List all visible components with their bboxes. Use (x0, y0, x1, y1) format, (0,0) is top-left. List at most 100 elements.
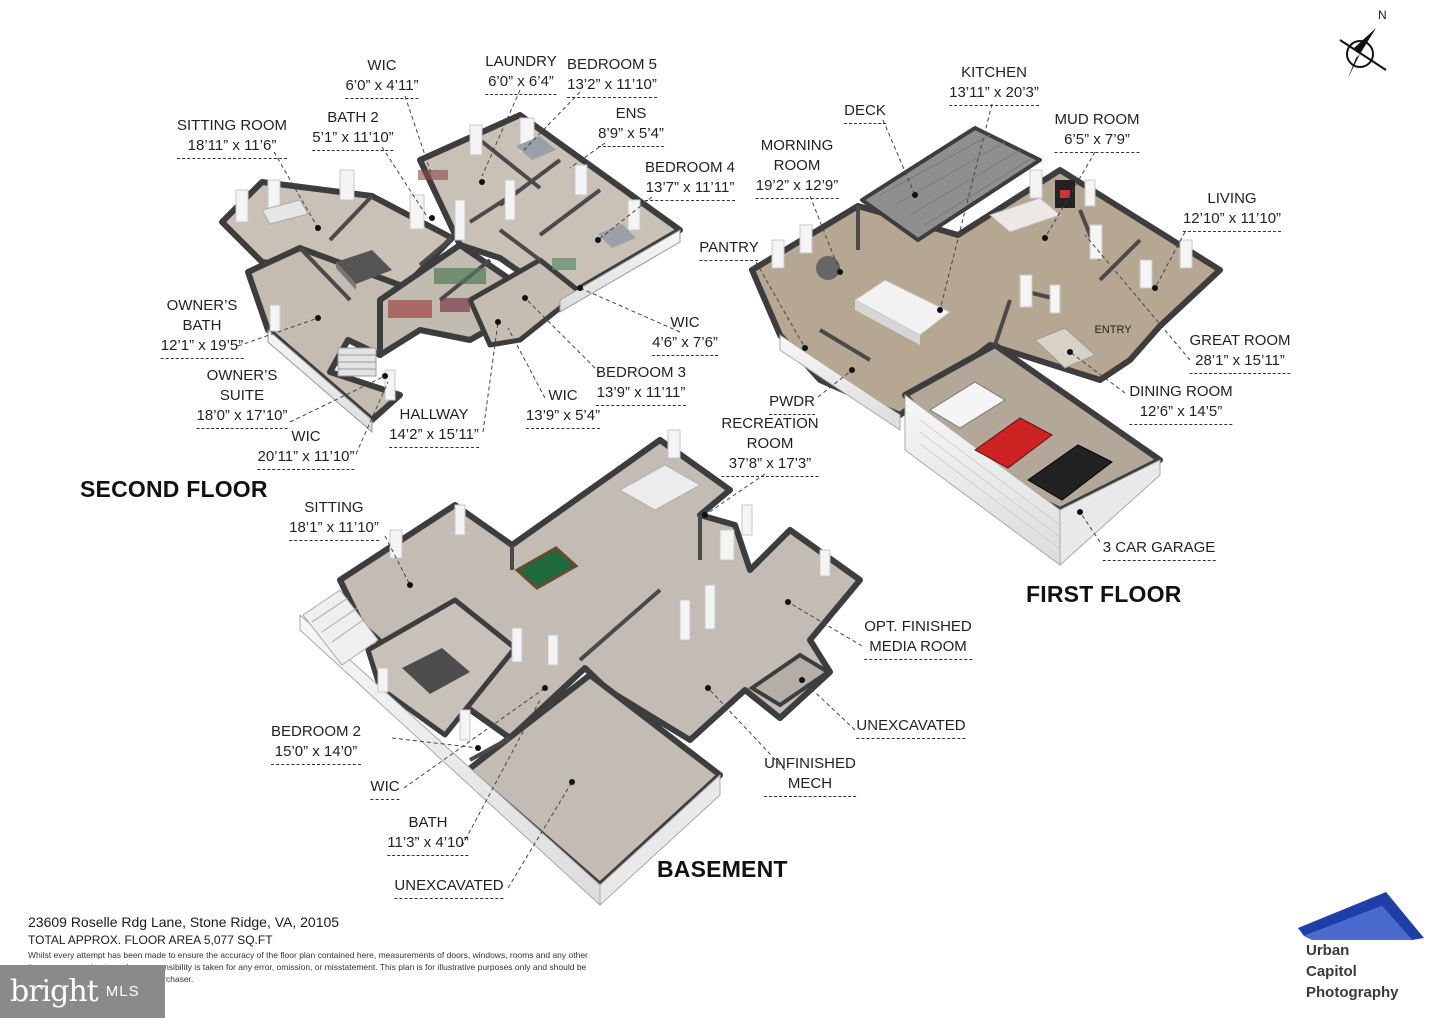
right-wing-front-wall (559, 229, 681, 313)
room-label-media: OPT. FINISHED MEDIA ROOM (864, 617, 972, 660)
entry-label: ENTRY (1094, 324, 1132, 336)
room-name: LAUNDRY (485, 53, 557, 70)
first-floor-main-floor (749, 167, 1223, 418)
room-name: PANTRY (699, 238, 759, 261)
dining-table-icon (1034, 327, 1096, 369)
room-name: DECK (844, 101, 886, 124)
bright-mls-watermark: bright MLS (0, 965, 165, 1018)
total-floor-area: TOTAL APPROX. FLOOR AREA 5,077 SQ.FT (28, 933, 273, 947)
room-name: OWNER’S (166, 297, 238, 314)
garage-side-wall (1059, 459, 1161, 567)
room-dimensions: 13’9” x 11’11” (595, 383, 687, 406)
black-car-icon (1027, 444, 1113, 501)
room-dimensions: 11’3” x 4’10” (387, 833, 469, 856)
bedroom5-bed-icon (516, 136, 556, 160)
room-dimensions: 12’1” x 19’5” (160, 336, 244, 359)
room-name: WIC (548, 387, 578, 404)
room-dimensions: 13’11” x 20’3” (949, 83, 1039, 106)
room-name: UNEXCAVATED (856, 716, 966, 739)
small-unexcavated-floor (748, 652, 832, 708)
room-name: SITTING ROOM (177, 117, 287, 134)
bedroom4-bed-icon (598, 224, 636, 248)
room-name: 3 CAR GARAGE (1102, 538, 1216, 561)
room-dimensions: 28’1” x 15’11” (1189, 351, 1291, 374)
room-label-owners-bath: OWNER’S BATH 12’1” x 19’5” (160, 296, 244, 359)
room-label-wic-b: WIC 4’6” x 7’6” (652, 313, 718, 356)
room-dimensions: 8’9” x 5’4” (598, 124, 664, 147)
basement-right-wall (599, 773, 721, 907)
room-name: MORNING (760, 137, 834, 154)
room-name-line2: BATH (182, 317, 222, 334)
room-label-hallway: HALLWAY 14’2” x 15’11” (389, 405, 479, 448)
compass-north-label: N (1378, 8, 1387, 22)
room-name: OPT. FINISHED (864, 618, 972, 635)
room-dimensions: 12’10” x 11’10” (1182, 209, 1282, 232)
room-dimensions: 14’2” x 15’11” (389, 425, 479, 448)
room-name: PWDR (769, 392, 815, 415)
room-name: RECREATION (721, 415, 819, 432)
room-label-unexcavated-a: UNEXCAVATED (856, 716, 966, 739)
room-label-bath: BATH 11’3” x 4’10” (387, 813, 469, 856)
bedroom2-bed-icon (402, 648, 470, 694)
room-dimensions: 6’5” x 7’9” (1054, 130, 1140, 153)
room-name: BEDROOM 3 (595, 364, 687, 381)
room-label-pwdr: PWDR (769, 392, 815, 415)
room-name: DINING ROOM (1129, 383, 1233, 400)
room-label-deck: DECK (844, 101, 886, 124)
room-name: ENS (615, 105, 647, 122)
room-dimensions: 37’8” x 17’3” (721, 454, 819, 477)
deck-floor (860, 126, 1042, 242)
room-name: LIVING (1207, 190, 1257, 207)
closet-clothes (388, 170, 576, 318)
room-name-line2: ROOM (746, 435, 794, 452)
room-dimensions: 15’0” x 14’0” (270, 742, 362, 765)
room-name: WIC (670, 314, 700, 331)
room-name: BATH (408, 814, 448, 831)
mls-suffix: MLS (105, 983, 140, 1000)
first-floor-front-wall (779, 334, 901, 431)
room-label-unexcavated-b: UNEXCAVATED (394, 876, 504, 899)
pool-table-icon (514, 546, 579, 590)
logo-line-1: Urban (1306, 942, 1350, 959)
room-label-ens: ENS 8’9” x 5’4” (598, 104, 664, 147)
great-room-sofa-icon (989, 197, 1061, 233)
room-name: SITTING (304, 499, 364, 516)
room-label-garage: 3 CAR GARAGE (1102, 538, 1216, 561)
room-label-sitting: SITTING 18’1” x 11’10” (289, 498, 379, 541)
room-dimensions: 18’1” x 11’10” (289, 518, 379, 541)
room-name: UNEXCAVATED (394, 876, 504, 899)
room-name-line2: MECH (764, 774, 856, 797)
room-name: KITCHEN (961, 64, 1027, 81)
basement-title: BASEMENT (657, 856, 788, 882)
white-car-icon (929, 381, 1006, 429)
room-name: MUD ROOM (1054, 111, 1140, 128)
room-dimensions: 4’6” x 7’6” (652, 333, 718, 356)
room-name: WIC (291, 428, 321, 445)
compass-icon (1339, 28, 1387, 78)
room-dimensions: 18’0” x 17’10” (196, 406, 288, 429)
room-name: BEDROOM 4 (644, 159, 736, 176)
room-label-mud-room: MUD ROOM 6’5” x 7’9” (1054, 110, 1140, 153)
leader-lines (237, 89, 1191, 889)
first-floor-title: FIRST FLOOR (1026, 581, 1182, 607)
room-name: HALLWAY (399, 406, 469, 423)
room-name-line2: ROOM (773, 157, 821, 174)
owners-suite-wall-front (267, 328, 373, 434)
room-name-line2: MEDIA ROOM (864, 637, 972, 660)
red-car-icon (974, 417, 1053, 469)
room-dimensions: 6’0” x 4’11” (345, 76, 419, 99)
room-name: WIC (367, 57, 397, 74)
bright-brand: bright (10, 974, 99, 1009)
room-label-bedroom3: BEDROOM 3 13’9” x 11’11” (595, 363, 687, 406)
room-name: BEDROOM 5 (566, 56, 658, 73)
room-name: WIC (370, 777, 400, 800)
room-dimensions: 13’7” x 11’11” (644, 178, 736, 201)
